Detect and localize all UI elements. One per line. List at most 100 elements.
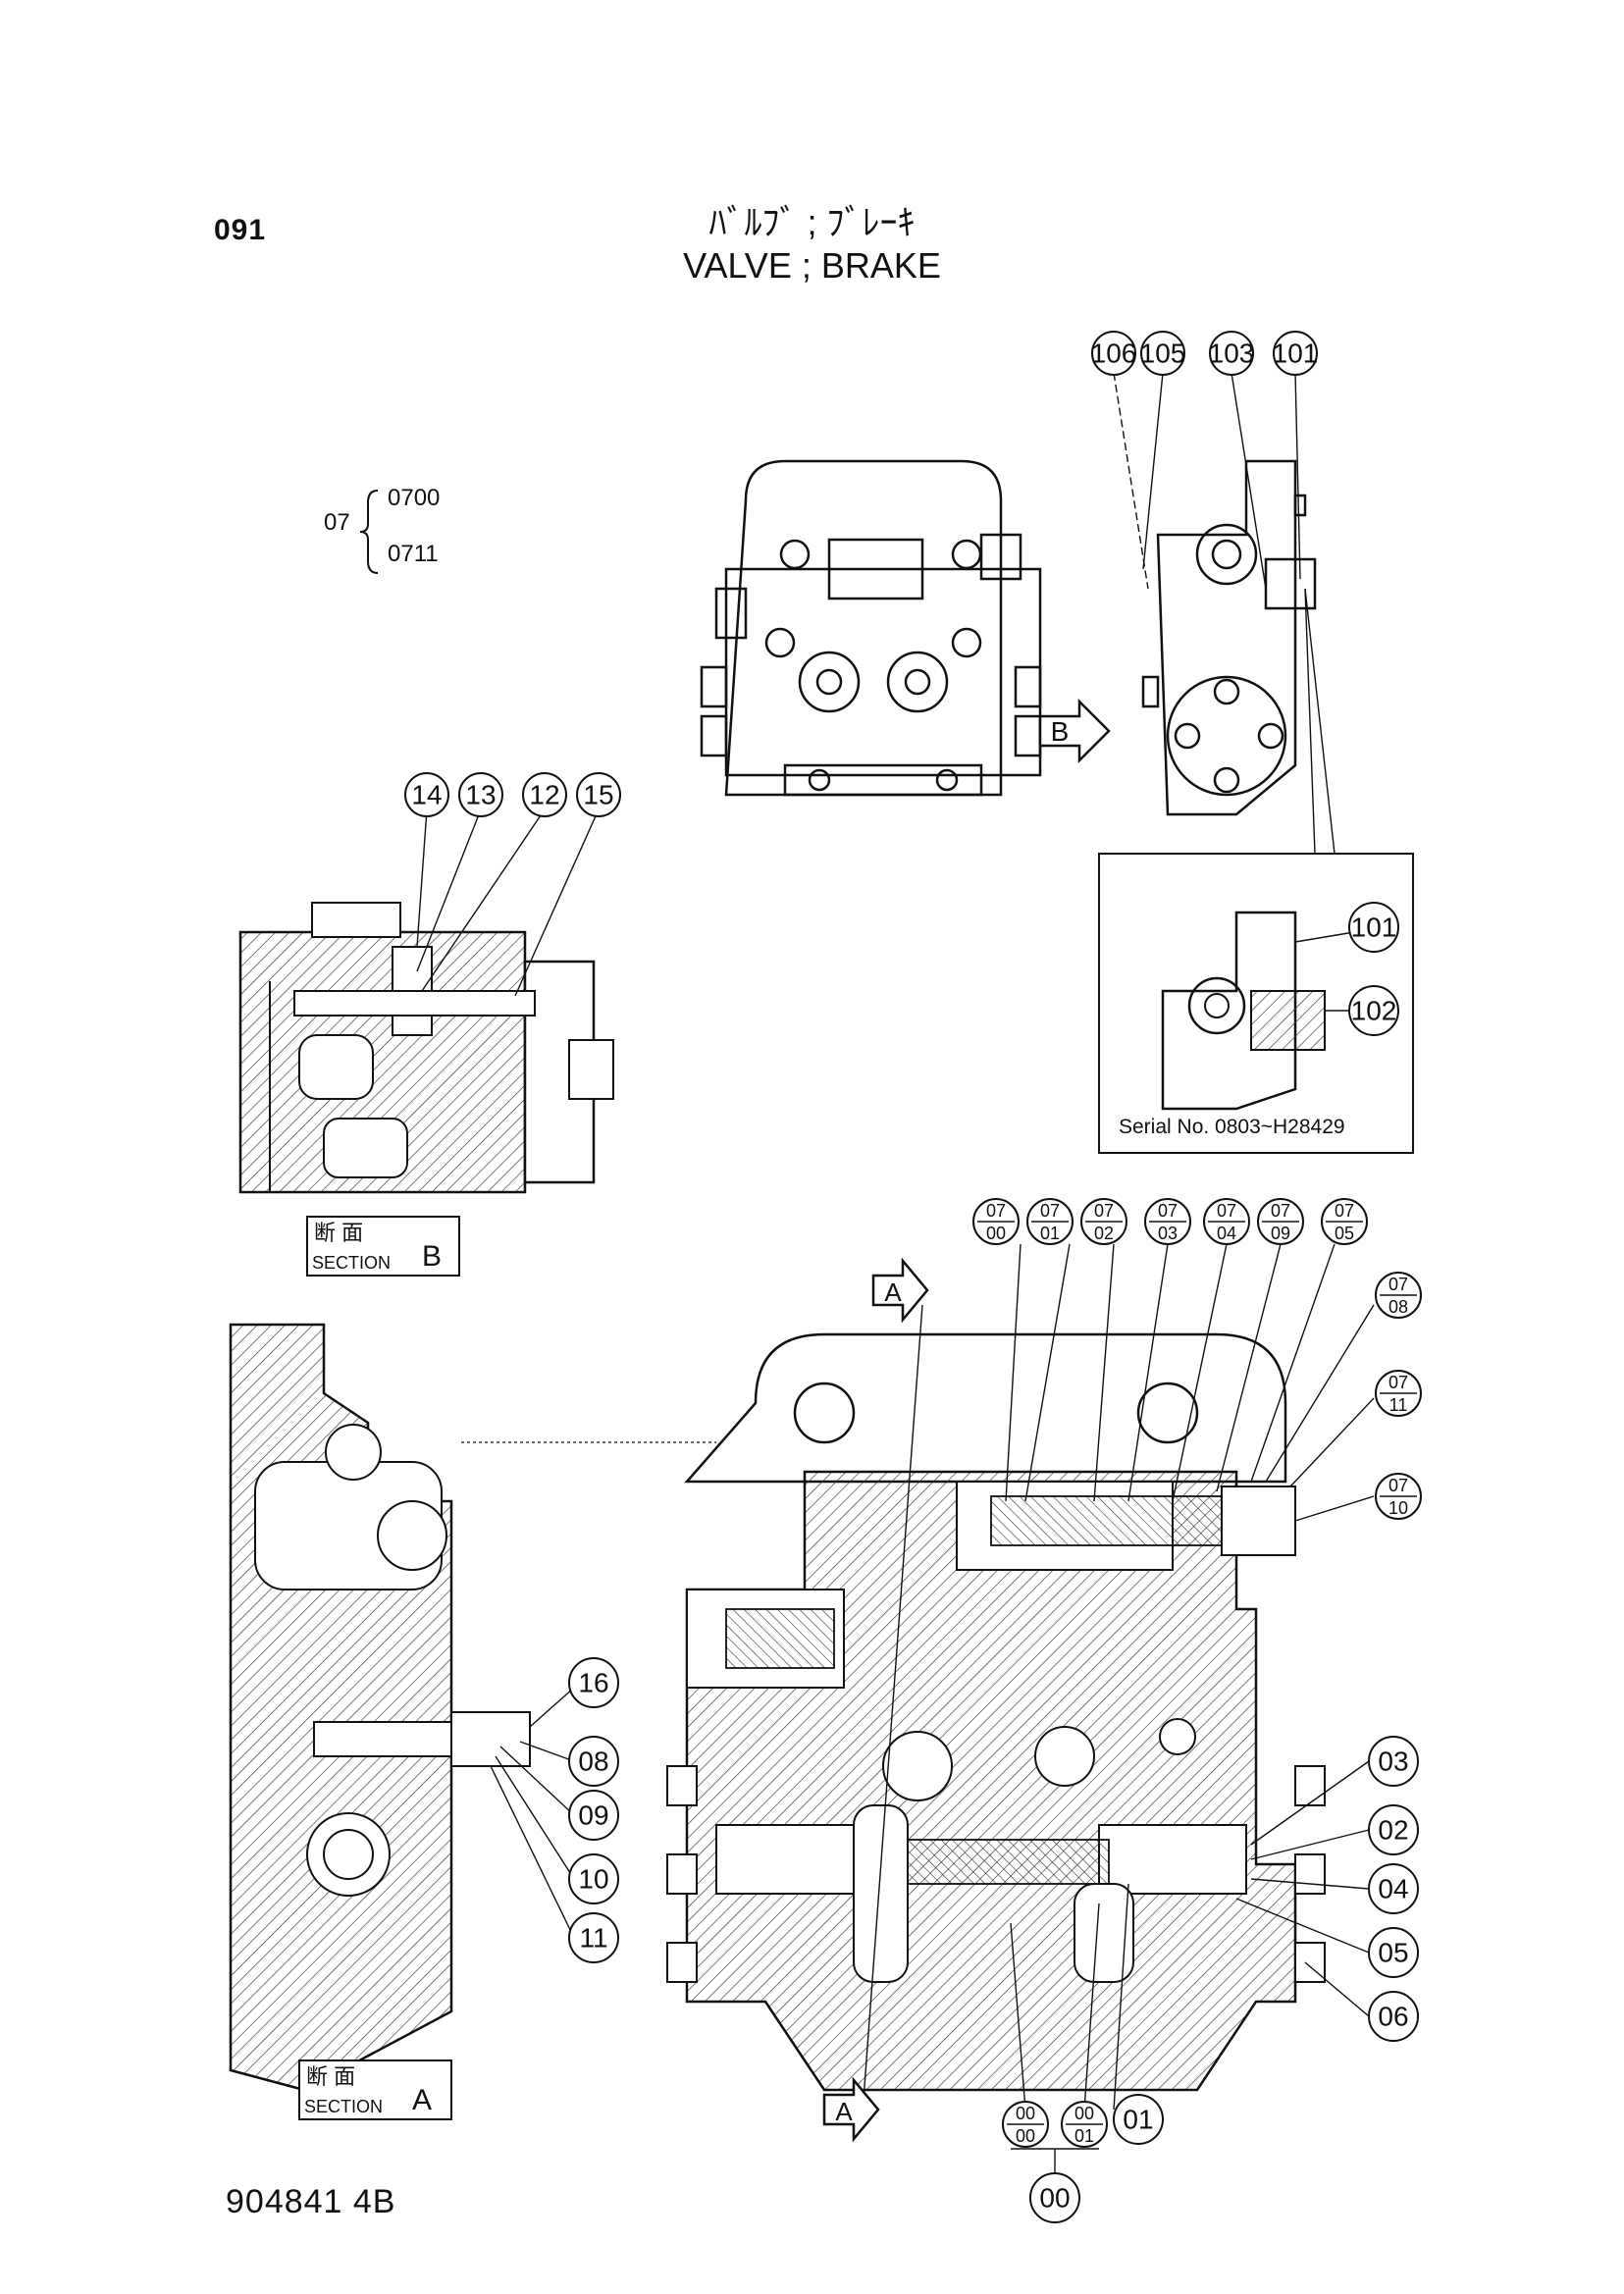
view-b-arrow: B	[1038, 698, 1111, 764]
svg-text:07: 07	[1388, 1476, 1408, 1495]
svg-text:14: 14	[411, 780, 442, 810]
svg-text:102: 102	[1351, 996, 1397, 1026]
svg-text:02: 02	[1378, 1815, 1408, 1846]
svg-text:10: 10	[578, 1864, 608, 1895]
svg-text:04: 04	[1217, 1224, 1236, 1243]
callout-03: 03	[1368, 1736, 1419, 1787]
svg-text:01: 01	[1040, 1224, 1060, 1243]
callout-106: 106	[1091, 331, 1136, 376]
svg-text:07: 07	[1271, 1201, 1290, 1221]
section-b-view	[238, 902, 614, 1194]
svg-text:09: 09	[1271, 1224, 1290, 1243]
svg-text:07: 07	[986, 1201, 1006, 1221]
callout-00: 00	[1029, 2172, 1080, 2223]
section-b-label: 断 面 SECTION B	[306, 1216, 460, 1277]
callout-01: 01	[1113, 2094, 1164, 2145]
callout-105: 105	[1140, 331, 1186, 376]
section-a-main-view	[666, 1304, 1326, 2101]
svg-text:16: 16	[578, 1668, 608, 1698]
svg-text:01: 01	[1123, 2105, 1153, 2135]
callout-02: 02	[1368, 1804, 1419, 1855]
variant-group: 07	[324, 509, 350, 536]
variant-code-2: 0711	[388, 541, 439, 567]
callout-16: 16	[568, 1657, 619, 1708]
callout-101-inset: 101	[1348, 902, 1399, 953]
svg-text:101: 101	[1273, 339, 1319, 369]
svg-text:A: A	[884, 1277, 902, 1307]
svg-text:07: 07	[1335, 1201, 1354, 1221]
svg-text:A: A	[412, 2084, 432, 2116]
section-a-main-leaders	[1005, 1243, 1375, 2173]
svg-text:断 面: 断 面	[306, 2064, 355, 2089]
callout-08: 08	[568, 1736, 619, 1787]
svg-text:103: 103	[1209, 339, 1255, 369]
callout-13: 13	[458, 772, 503, 817]
svg-text:00: 00	[986, 1224, 1006, 1243]
svg-text:03: 03	[1378, 1747, 1408, 1777]
svg-text:12: 12	[529, 780, 559, 810]
callout-11: 11	[568, 1912, 619, 1963]
svg-text:01: 01	[1074, 2126, 1094, 2146]
svg-text:105: 105	[1140, 339, 1186, 369]
svg-text:00: 00	[1074, 2104, 1094, 2123]
svg-text:06: 06	[1378, 2002, 1408, 2032]
svg-text:07: 07	[1094, 1201, 1114, 1221]
svg-text:03: 03	[1158, 1224, 1178, 1243]
callout-04: 04	[1368, 1863, 1419, 1914]
serial-inset: Serial No. 0803~H28429	[1098, 853, 1414, 1154]
svg-text:07: 07	[1388, 1373, 1408, 1392]
callout-12: 12	[522, 772, 567, 817]
svg-text:04: 04	[1378, 1874, 1408, 1904]
callout-06: 06	[1368, 1991, 1419, 2042]
svg-text:09: 09	[578, 1800, 608, 1831]
svg-text:13: 13	[465, 780, 496, 810]
valve-side-view	[1141, 459, 1317, 816]
svg-text:08: 08	[1388, 1297, 1408, 1317]
callout-05: 05	[1368, 1927, 1419, 1978]
section-a-arrow-top: A	[871, 1257, 929, 1324]
svg-text:101: 101	[1351, 912, 1397, 943]
svg-text:05: 05	[1335, 1224, 1354, 1243]
title-english: VALVE ; BRAKE	[683, 245, 941, 286]
callout-07-00: 0700	[972, 1198, 1020, 1245]
section-a-left-leaders	[490, 1687, 575, 1939]
section-a-label: 断 面 SECTION A	[298, 2059, 452, 2120]
callout-15: 15	[576, 772, 621, 817]
svg-text:SECTION: SECTION	[312, 1253, 391, 1273]
svg-text:10: 10	[1388, 1498, 1408, 1518]
callout-102-inset: 102	[1348, 985, 1399, 1036]
variant-code-1: 0700	[388, 485, 440, 511]
page-code: 091	[214, 214, 267, 246]
svg-text:08: 08	[578, 1747, 608, 1777]
svg-text:05: 05	[1378, 1938, 1408, 1968]
section-a-arrow-bottom: A	[822, 2076, 880, 2143]
callout-09: 09	[568, 1790, 619, 1841]
svg-text:07: 07	[1040, 1201, 1060, 1221]
svg-text:11: 11	[1389, 1395, 1408, 1415]
callout-10: 10	[568, 1853, 619, 1904]
svg-text:15: 15	[583, 780, 613, 810]
svg-text:07: 07	[1217, 1201, 1236, 1221]
side-view-leaders	[1113, 372, 1336, 855]
svg-text:00: 00	[1016, 2126, 1035, 2146]
title-japanese: ﾊﾞﾙﾌﾞ ; ﾌﾞﾚｰｷ	[708, 202, 916, 242]
section-b-leaders	[416, 808, 600, 997]
section-a-left-view	[229, 1323, 716, 2092]
callout-07-11: 0711	[1375, 1370, 1422, 1417]
serial-note: Serial No. 0803~H28429	[1119, 1116, 1345, 1138]
svg-text:B: B	[1051, 716, 1070, 747]
svg-text:02: 02	[1094, 1224, 1114, 1243]
svg-text:07: 07	[1388, 1275, 1408, 1294]
svg-text:A: A	[835, 2097, 853, 2126]
svg-text:断 面: 断 面	[314, 1221, 363, 1245]
callout-103: 103	[1209, 331, 1255, 376]
